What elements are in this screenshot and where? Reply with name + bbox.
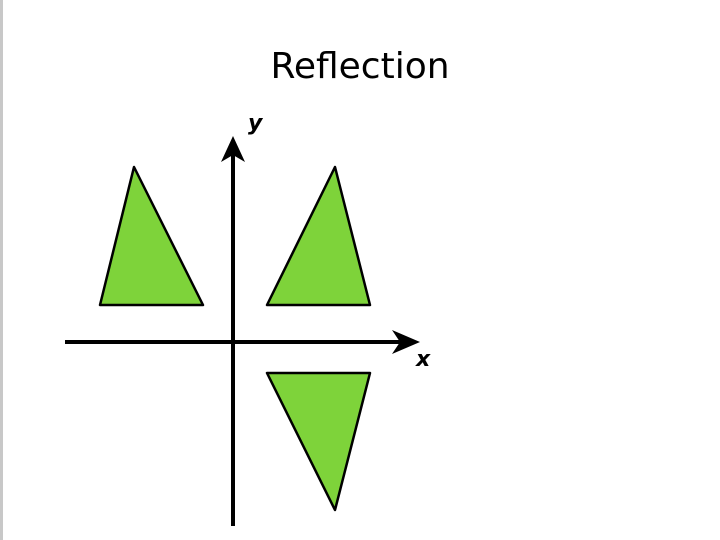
- slide-title: Reflection: [270, 46, 450, 87]
- slide-left-border: [0, 0, 3, 540]
- y-axis-arrowhead: [221, 136, 245, 162]
- y-axis-label: y: [248, 111, 264, 136]
- reflected-triangle-x-axis: [265, 371, 372, 512]
- original-triangle: [98, 165, 205, 307]
- x-axis-label: x: [415, 347, 431, 372]
- x-axis-arrowhead: [392, 330, 420, 354]
- reflected-triangle-y-axis: [265, 165, 372, 307]
